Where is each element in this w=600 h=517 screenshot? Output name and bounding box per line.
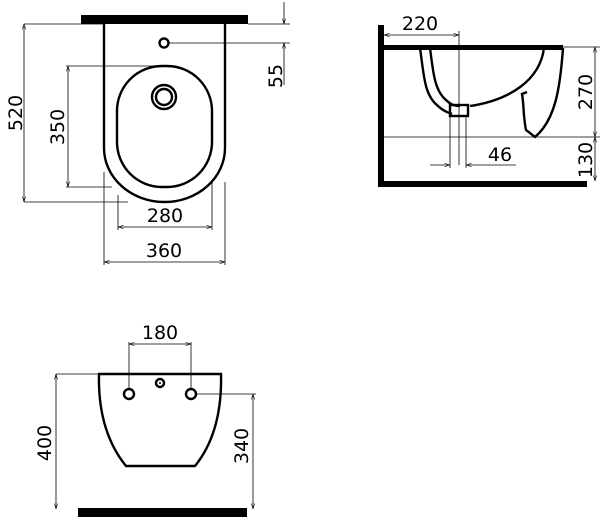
- dim-label-400: 400: [34, 425, 56, 461]
- drain-inner-icon: [154, 87, 174, 107]
- dim-180: 180: [128, 322, 192, 389]
- dim-280: 280: [117, 182, 213, 230]
- top-view: 520 350 55 280 360: [5, 2, 290, 265]
- dim-label-220: 220: [402, 13, 438, 35]
- dim-360: 360: [103, 172, 226, 265]
- dim-55: 55: [168, 2, 290, 88]
- dim-520: 520: [5, 23, 128, 203]
- water-inlet-icon: [154, 377, 166, 389]
- water-inlet-dot: [159, 382, 161, 384]
- dim-label-350: 350: [47, 109, 69, 145]
- dim-label-520: 520: [5, 95, 27, 131]
- dim-label-360: 360: [146, 240, 182, 262]
- drain-outer-icon: [150, 83, 178, 111]
- dim-label-55: 55: [265, 64, 287, 88]
- bidet-outline-front: [97, 372, 223, 468]
- floor: [378, 181, 587, 187]
- dim-220: 220: [384, 13, 460, 165]
- dim-130: 130: [575, 137, 597, 181]
- dim-270: 270: [563, 46, 600, 137]
- dim-label-130: 130: [575, 142, 597, 178]
- bowl-curve: [469, 47, 546, 108]
- mounting-hole-right-icon: [184, 387, 198, 401]
- dim-label-280: 280: [147, 205, 183, 227]
- dim-46: 46: [430, 115, 516, 168]
- dim-400: 400: [34, 373, 100, 509]
- dim-label-180: 180: [142, 322, 178, 344]
- wall-mount-bar: [81, 15, 248, 24]
- floor-bar: [78, 508, 247, 517]
- front-view: 180 400 340: [34, 322, 256, 517]
- dim-340: 340: [196, 393, 256, 509]
- dim-label-340: 340: [231, 428, 253, 464]
- dim-label-270: 270: [575, 74, 597, 110]
- wall: [378, 25, 384, 187]
- bidet-outline-side: [520, 47, 565, 139]
- side-view: 220 46 270 130: [378, 13, 600, 187]
- tap-hole-icon: [158, 37, 170, 49]
- mounting-hole-left-icon: [122, 387, 136, 401]
- dim-350: 350: [47, 65, 164, 188]
- bowl-outline: [115, 64, 214, 189]
- bidet-outline-top: [102, 24, 227, 204]
- dim-label-46: 46: [488, 144, 512, 166]
- rim: [384, 45, 563, 50]
